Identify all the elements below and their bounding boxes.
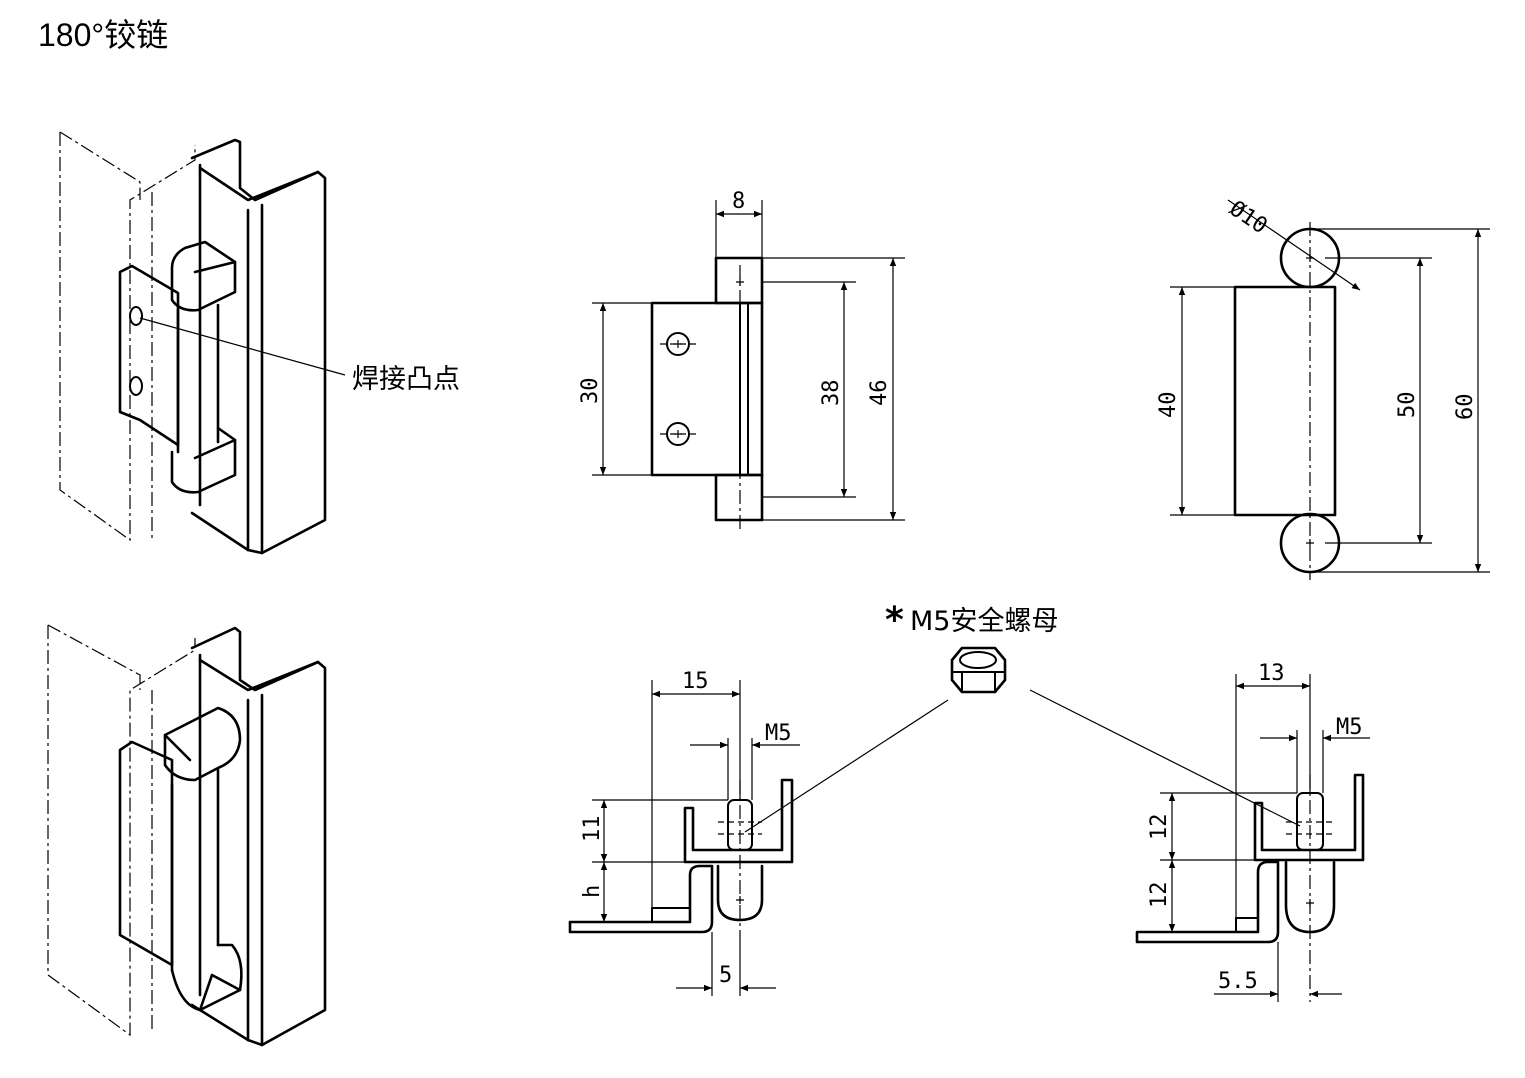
nut-label: M5安全螺母 (910, 606, 1058, 637)
dim-left-thickness: 5 (719, 963, 732, 988)
dim-front-total-height: 46 (867, 380, 892, 407)
dim-left-offset: 15 (682, 669, 709, 694)
iso-view-open (47, 624, 327, 1047)
dim-right-height-lower: 12 (1147, 882, 1172, 909)
dim-left-height-lower: h (580, 885, 605, 898)
front-view: 8 30 38 46 (578, 189, 905, 530)
side-view: Ø10 40 50 60 (1156, 196, 1490, 580)
install-view-left: 15 M5 11 h 5 (568, 669, 800, 996)
dim-front-hole-pitch: 38 (819, 380, 844, 407)
dim-left-height-upper: 11 (580, 816, 605, 843)
nut-icon (950, 646, 1007, 694)
dim-side-pin-pitch: 50 (1395, 392, 1420, 419)
nut-marker: * (885, 600, 904, 641)
install-view-right: 13 M5 12 12 5.5 (1135, 661, 1370, 1002)
dim-right-thread: M5 (1336, 715, 1363, 740)
dim-right-offset: 13 (1258, 661, 1285, 686)
dim-side-total-height: 60 (1453, 394, 1478, 421)
dim-front-body-height: 30 (578, 378, 603, 405)
dim-front-width: 8 (732, 189, 745, 214)
dim-left-thread: M5 (765, 721, 792, 746)
dim-right-thickness: 5.5 (1218, 969, 1258, 994)
weld-label: 焊接凸点 (352, 364, 460, 395)
nut-callout: * M5安全螺母 (744, 600, 1301, 833)
iso-view-closed (59, 131, 327, 555)
weld-leader (139, 317, 346, 376)
dim-side-body-height: 40 (1156, 392, 1181, 419)
dim-right-height-upper: 12 (1147, 814, 1172, 841)
page-title: 180°铰链 (38, 17, 169, 53)
